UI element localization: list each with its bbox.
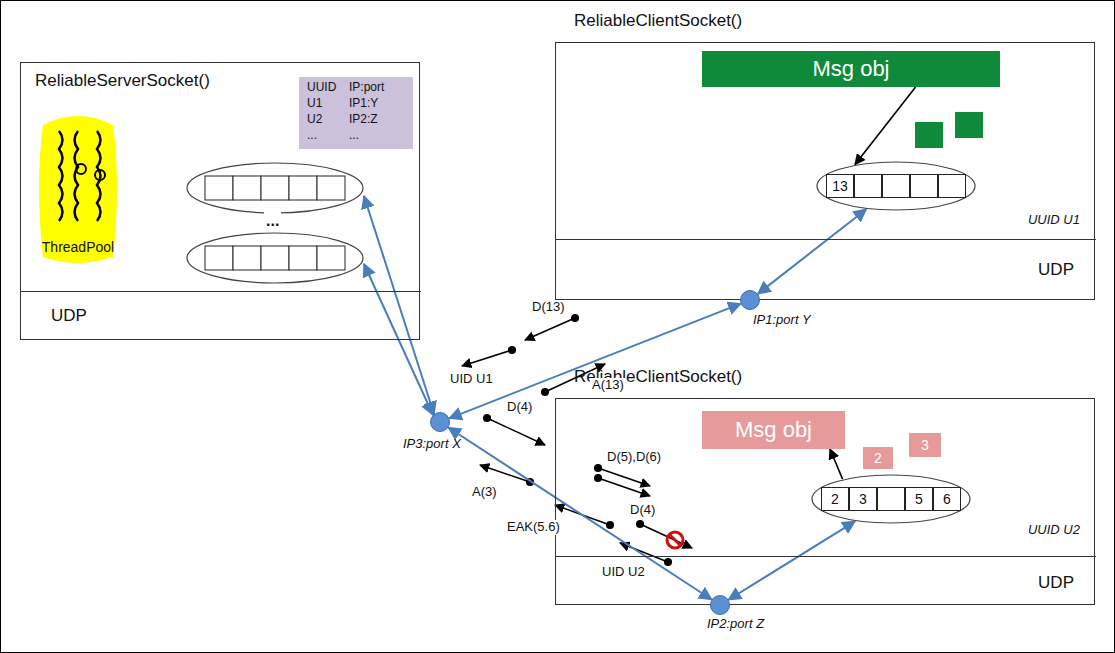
- buffer-cell: [854, 174, 882, 198]
- buffer-cell: 3: [849, 487, 877, 511]
- node-text: IP1:Y: [349, 97, 378, 111]
- node-text: ...: [349, 129, 359, 143]
- message-object: Msg obj: [702, 51, 1000, 87]
- node-text: 2: [863, 450, 893, 466]
- udp-port: IP1:port Y: [740, 290, 760, 310]
- packet-square: 2: [863, 447, 893, 469]
- udp-layer: UDP: [556, 239, 1096, 301]
- node-text: ThreadPool: [37, 239, 119, 255]
- server-buffer: [187, 163, 363, 213]
- client-buffer: 13: [816, 161, 976, 211]
- node-text: U1: [307, 97, 322, 111]
- node-text: UDP: [1038, 573, 1074, 593]
- thread: [97, 131, 101, 221]
- node-text: UUID: [307, 81, 336, 95]
- buffer-cell: [882, 174, 910, 198]
- node-text: 6: [934, 491, 960, 507]
- packet-square: [955, 112, 983, 138]
- message-label: UID U1: [448, 372, 495, 387]
- message-label: ...: [264, 212, 281, 230]
- udp-layer: UDP: [21, 291, 421, 341]
- node-text: UDP: [1038, 260, 1074, 280]
- udp-port: IP3:port X: [430, 412, 450, 432]
- connector: [449, 304, 740, 419]
- uuid-table: UUID IP:portU1 IP1:Y U2 IP2:Z......: [299, 77, 413, 149]
- connector: [855, 87, 916, 165]
- buffer-cell: 13: [826, 174, 854, 198]
- socket-box: ReliableServerSocket() UDP ThreadPool UUID I…: [20, 62, 420, 340]
- node-text: 2: [822, 491, 848, 507]
- connector: [758, 209, 866, 294]
- thread-pool: ThreadPool: [37, 113, 119, 263]
- message-label: D(5),D(6): [605, 450, 663, 465]
- connector: [448, 427, 711, 599]
- client-buffer: 23 56: [811, 474, 971, 524]
- node-text: 3: [909, 437, 941, 453]
- buffer-cell: 5: [905, 487, 933, 511]
- buffer-cell: 6: [933, 487, 961, 511]
- message-object: Msg obj: [702, 411, 845, 449]
- buffer-cell: [938, 174, 966, 198]
- node-text: IP2:Z: [349, 113, 378, 127]
- message-label: A(3): [470, 485, 499, 500]
- socket-box: ReliableClientSocket()UUID U1UDPMsg obj1…: [555, 42, 1095, 300]
- packet-square: 3: [909, 433, 941, 457]
- node-text: 5: [906, 491, 932, 507]
- node-text: ReliableClientSocket(): [574, 11, 742, 31]
- message-arrow: [462, 318, 692, 562]
- node-text: IP2:port Z: [707, 617, 764, 632]
- thread: [75, 131, 79, 221]
- buffer-link: [364, 196, 434, 414]
- message-label: UID U2: [600, 565, 647, 580]
- buffer-cell: [877, 487, 905, 511]
- node-text: IP:port: [349, 81, 384, 95]
- buffer-cell: [910, 174, 938, 198]
- message-label: D(4): [628, 503, 657, 518]
- node-text: ...: [307, 129, 317, 143]
- node-text: ReliableServerSocket(): [35, 71, 210, 91]
- thread-loop: [95, 170, 105, 180]
- server-buffer: [187, 233, 363, 283]
- connector: [830, 449, 843, 479]
- loss-mark: [667, 532, 683, 548]
- node-text: U2: [307, 113, 322, 127]
- connector: [728, 521, 854, 599]
- thread-loop: [76, 164, 86, 174]
- message-label: A(13): [590, 378, 626, 393]
- node-text: Msg obj: [702, 417, 845, 442]
- message-label: EAK(5.6): [505, 520, 562, 535]
- message-label: D(13): [530, 300, 567, 315]
- node-text: IP3:port X: [403, 437, 461, 452]
- udp-layer: UDP: [556, 556, 1096, 606]
- message-label: D(4): [505, 400, 534, 415]
- node-text: 13: [827, 178, 853, 194]
- thread: [59, 131, 63, 221]
- node-text: UUID U2: [1028, 523, 1080, 538]
- node-text: UDP: [51, 306, 87, 326]
- node-text: IP1:port Y: [753, 313, 811, 328]
- packet-square: [915, 122, 943, 148]
- node-text: 3: [850, 491, 876, 507]
- node-text: UUID U1: [1028, 213, 1080, 228]
- buffer-cell: 2: [821, 487, 849, 511]
- node-text: Msg obj: [702, 56, 1000, 81]
- udp-port: IP2:port Z: [710, 595, 730, 615]
